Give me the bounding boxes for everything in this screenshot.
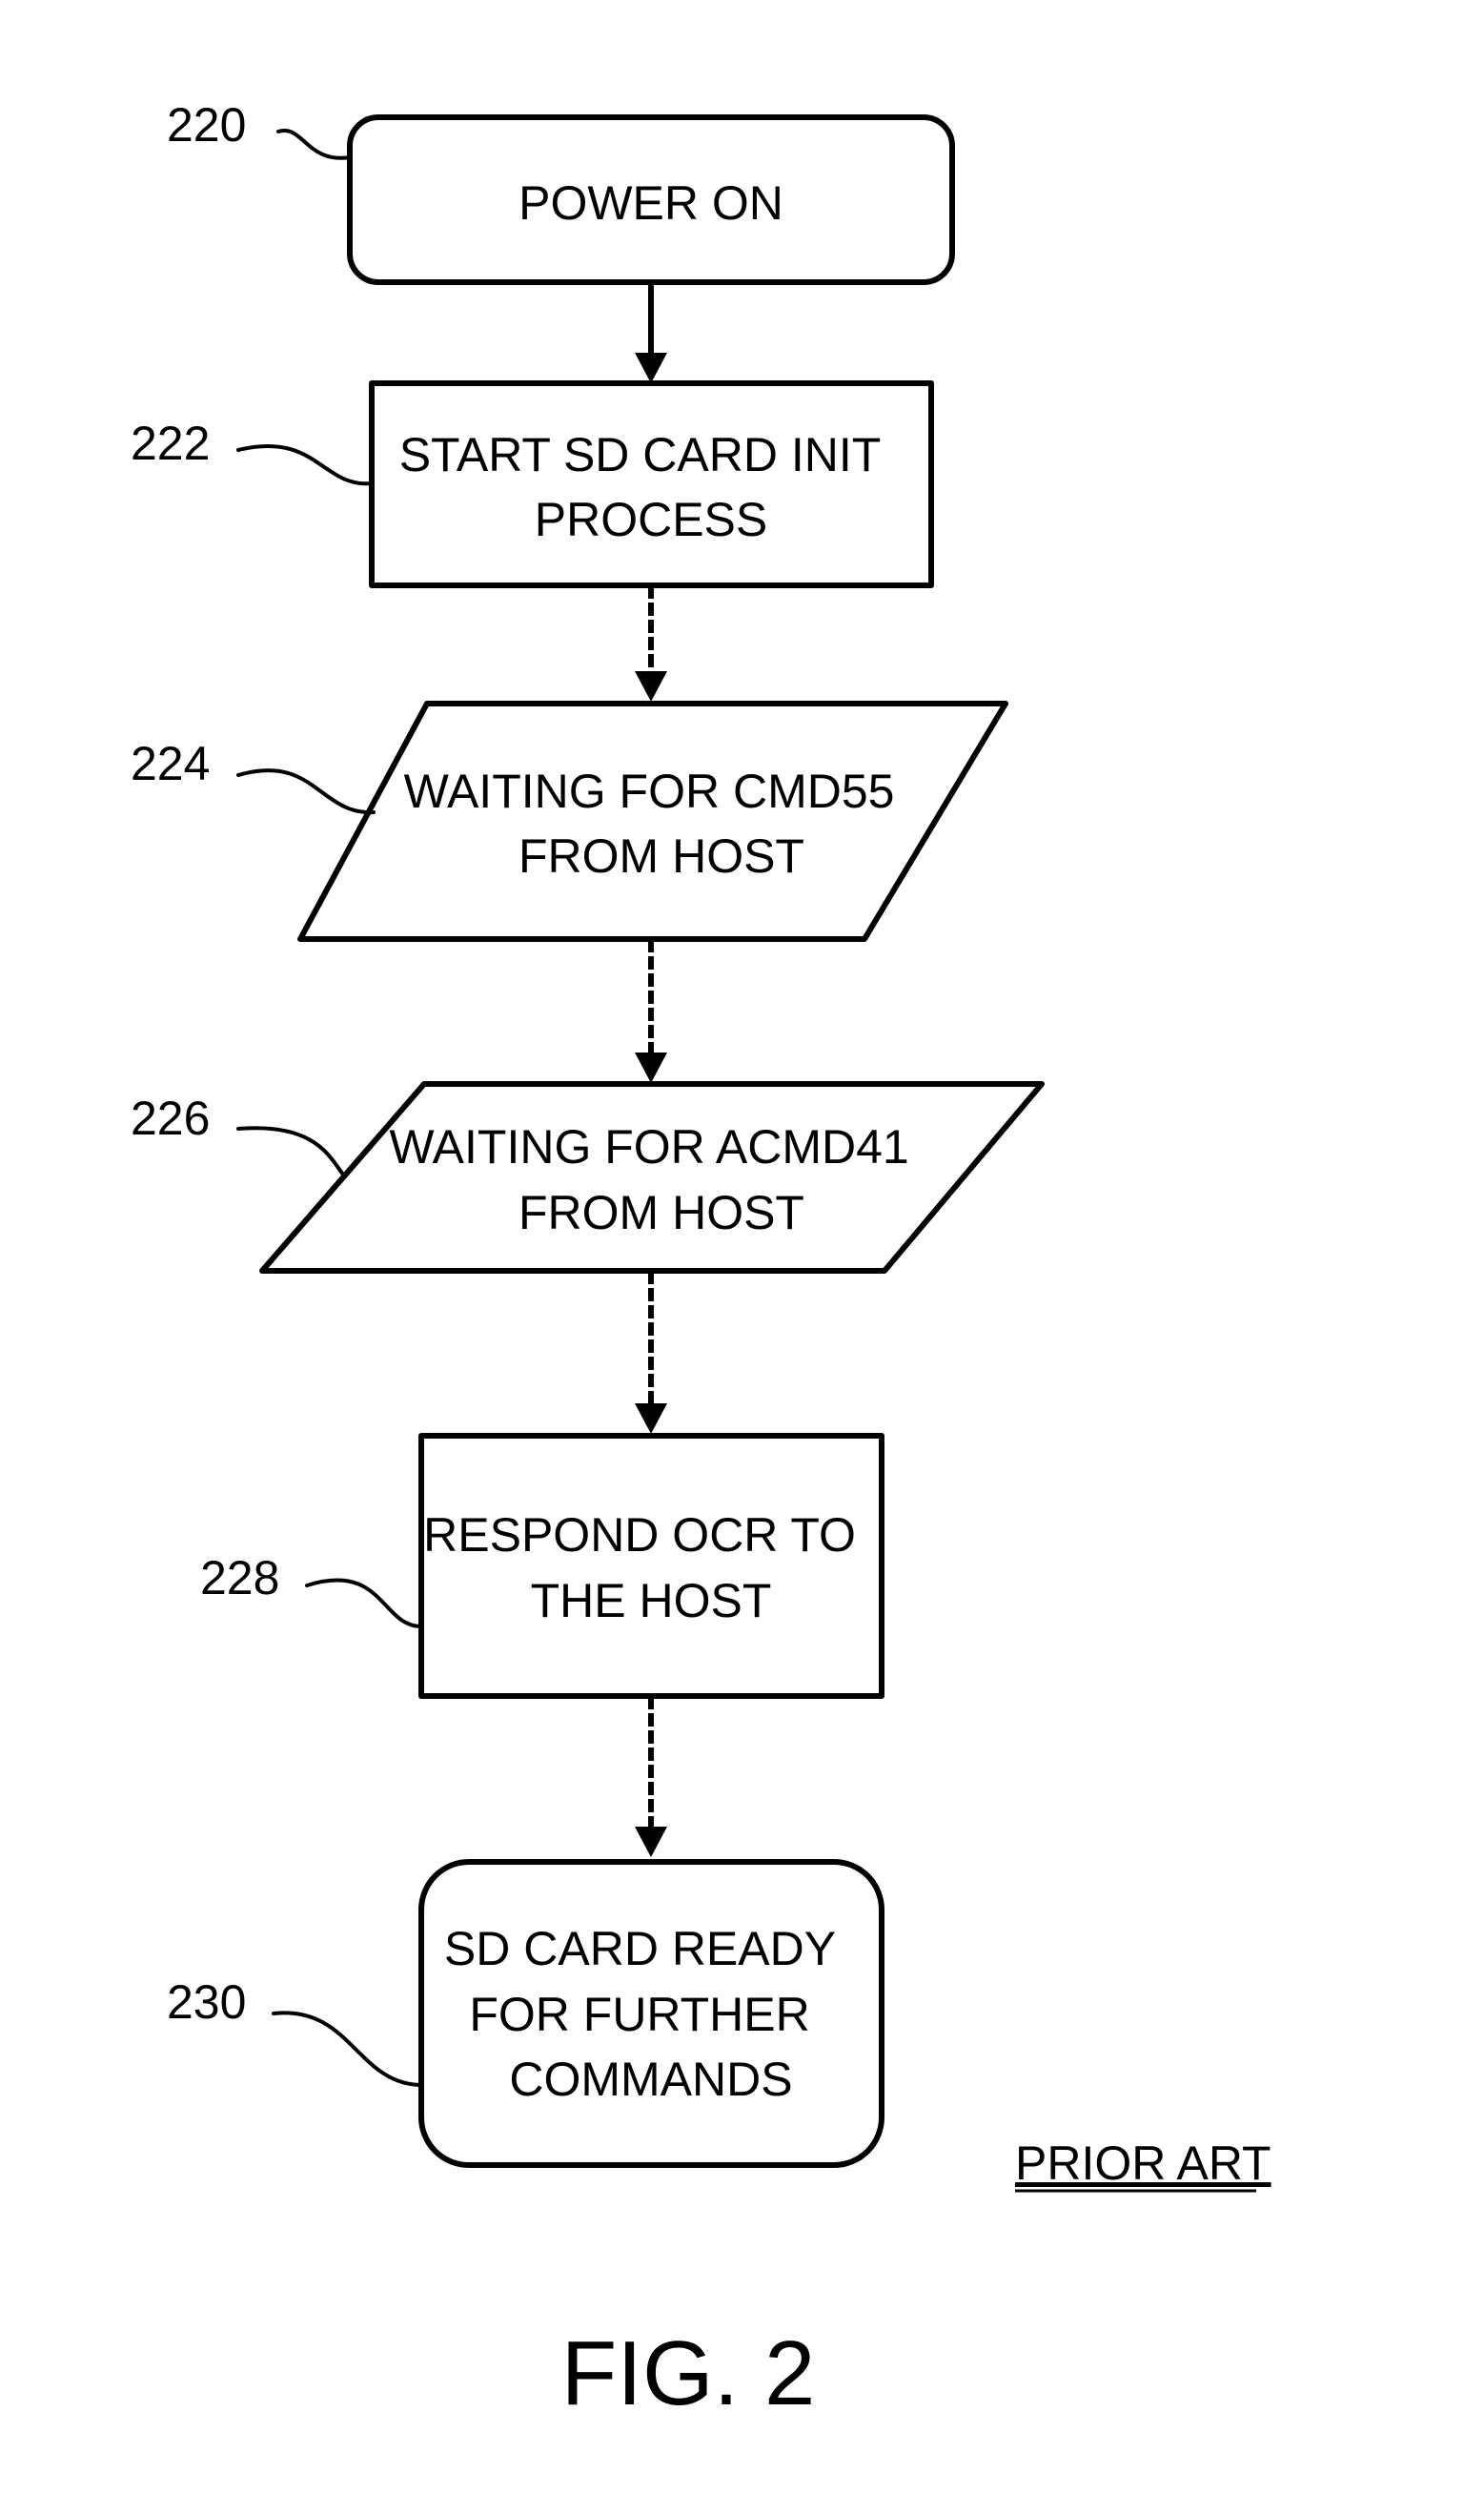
step-230-leader	[274, 2013, 421, 2085]
step-226-box	[262, 1084, 1042, 1271]
step-226-ref: 226	[131, 1092, 210, 1145]
step-222-leader	[238, 446, 372, 483]
step-222-ref: 222	[131, 417, 210, 470]
step-230: SD CARD READY FOR FURTHER COMMANDS 230	[167, 1862, 882, 2165]
figure-label: FIG. 2	[561, 2322, 816, 2424]
step-220-leader	[278, 131, 350, 158]
step-220-label: POWER ON	[518, 176, 783, 230]
step-228-box	[421, 1436, 882, 1696]
step-224-ref: 224	[131, 737, 210, 790]
step-220-ref: 220	[167, 98, 246, 152]
step-224-box	[300, 704, 1006, 939]
step-220: POWER ON 220	[167, 98, 952, 282]
step-228-leader	[307, 1580, 421, 1626]
step-230-ref: 230	[167, 1975, 246, 2029]
step-226-leader	[238, 1128, 343, 1175]
arrow-224-226	[635, 939, 667, 1083]
step-222-box	[372, 383, 931, 585]
arrow-220-222	[635, 282, 667, 383]
step-222: START SD CARD INIT PROCESS 222	[131, 383, 931, 585]
arrow-228-230	[635, 1696, 667, 1857]
step-224: WAITING FOR CMD55 FROM HOST 224	[131, 704, 1006, 939]
arrow-226-228	[635, 1271, 667, 1434]
step-228-ref: 228	[200, 1551, 279, 1604]
step-224-leader	[238, 770, 374, 812]
step-228: RESPOND OCR TO THE HOST 228	[200, 1436, 882, 1696]
step-226: WAITING FOR ACMD41 FROM HOST 226	[131, 1084, 1042, 1271]
prior-art-note: PRIOR ART	[1015, 2136, 1271, 2190]
arrow-222-224	[635, 585, 667, 702]
